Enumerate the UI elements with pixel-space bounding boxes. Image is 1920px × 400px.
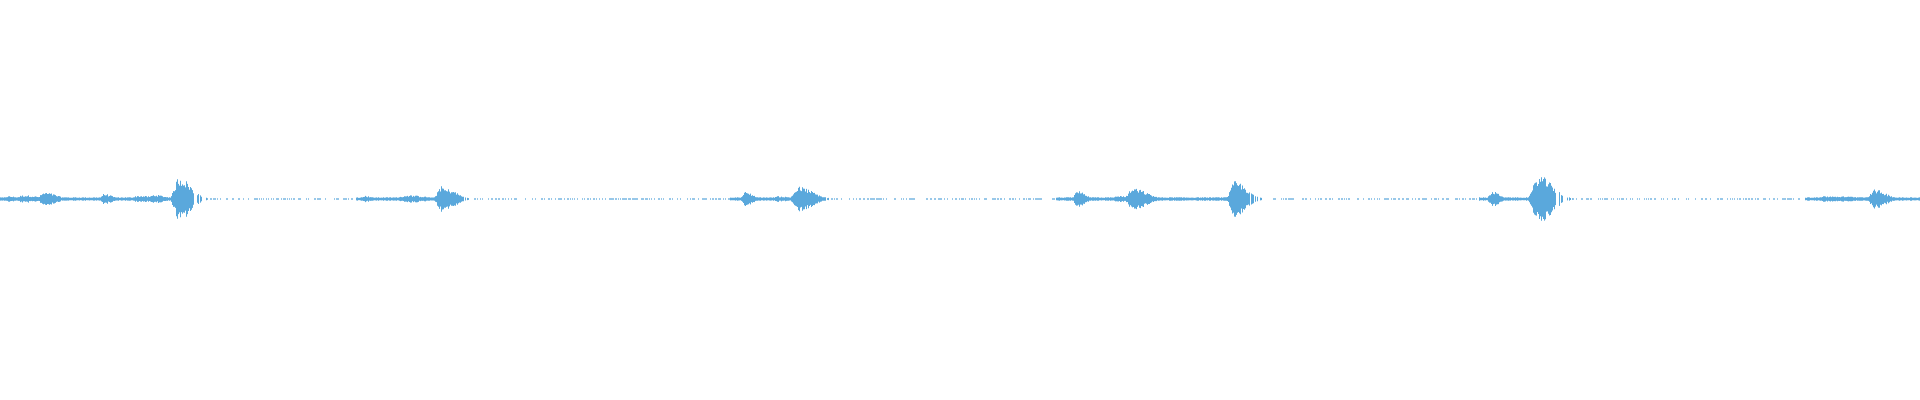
waveform-trace [0,177,1920,221]
waveform-path [0,177,1920,221]
